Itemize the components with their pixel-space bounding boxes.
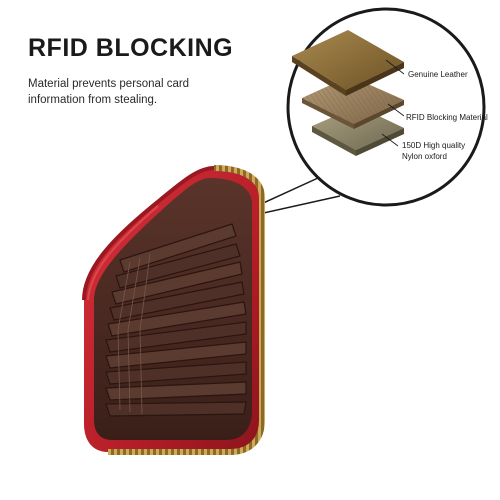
card-wallet-icon <box>82 165 265 455</box>
layer-label-nylon: 150D High quality Nylon oxford <box>402 141 466 161</box>
layer-rfid <box>302 76 404 129</box>
layer-label-rfid: RFID Blocking Material <box>406 113 488 122</box>
layer-label-leather: Genuine Leather <box>408 70 468 79</box>
headline: RFID BLOCKING <box>28 34 234 62</box>
leader-lines <box>381 59 405 147</box>
subtext: Material prevents personal card informat… <box>28 78 190 106</box>
layer-leather <box>292 30 404 96</box>
